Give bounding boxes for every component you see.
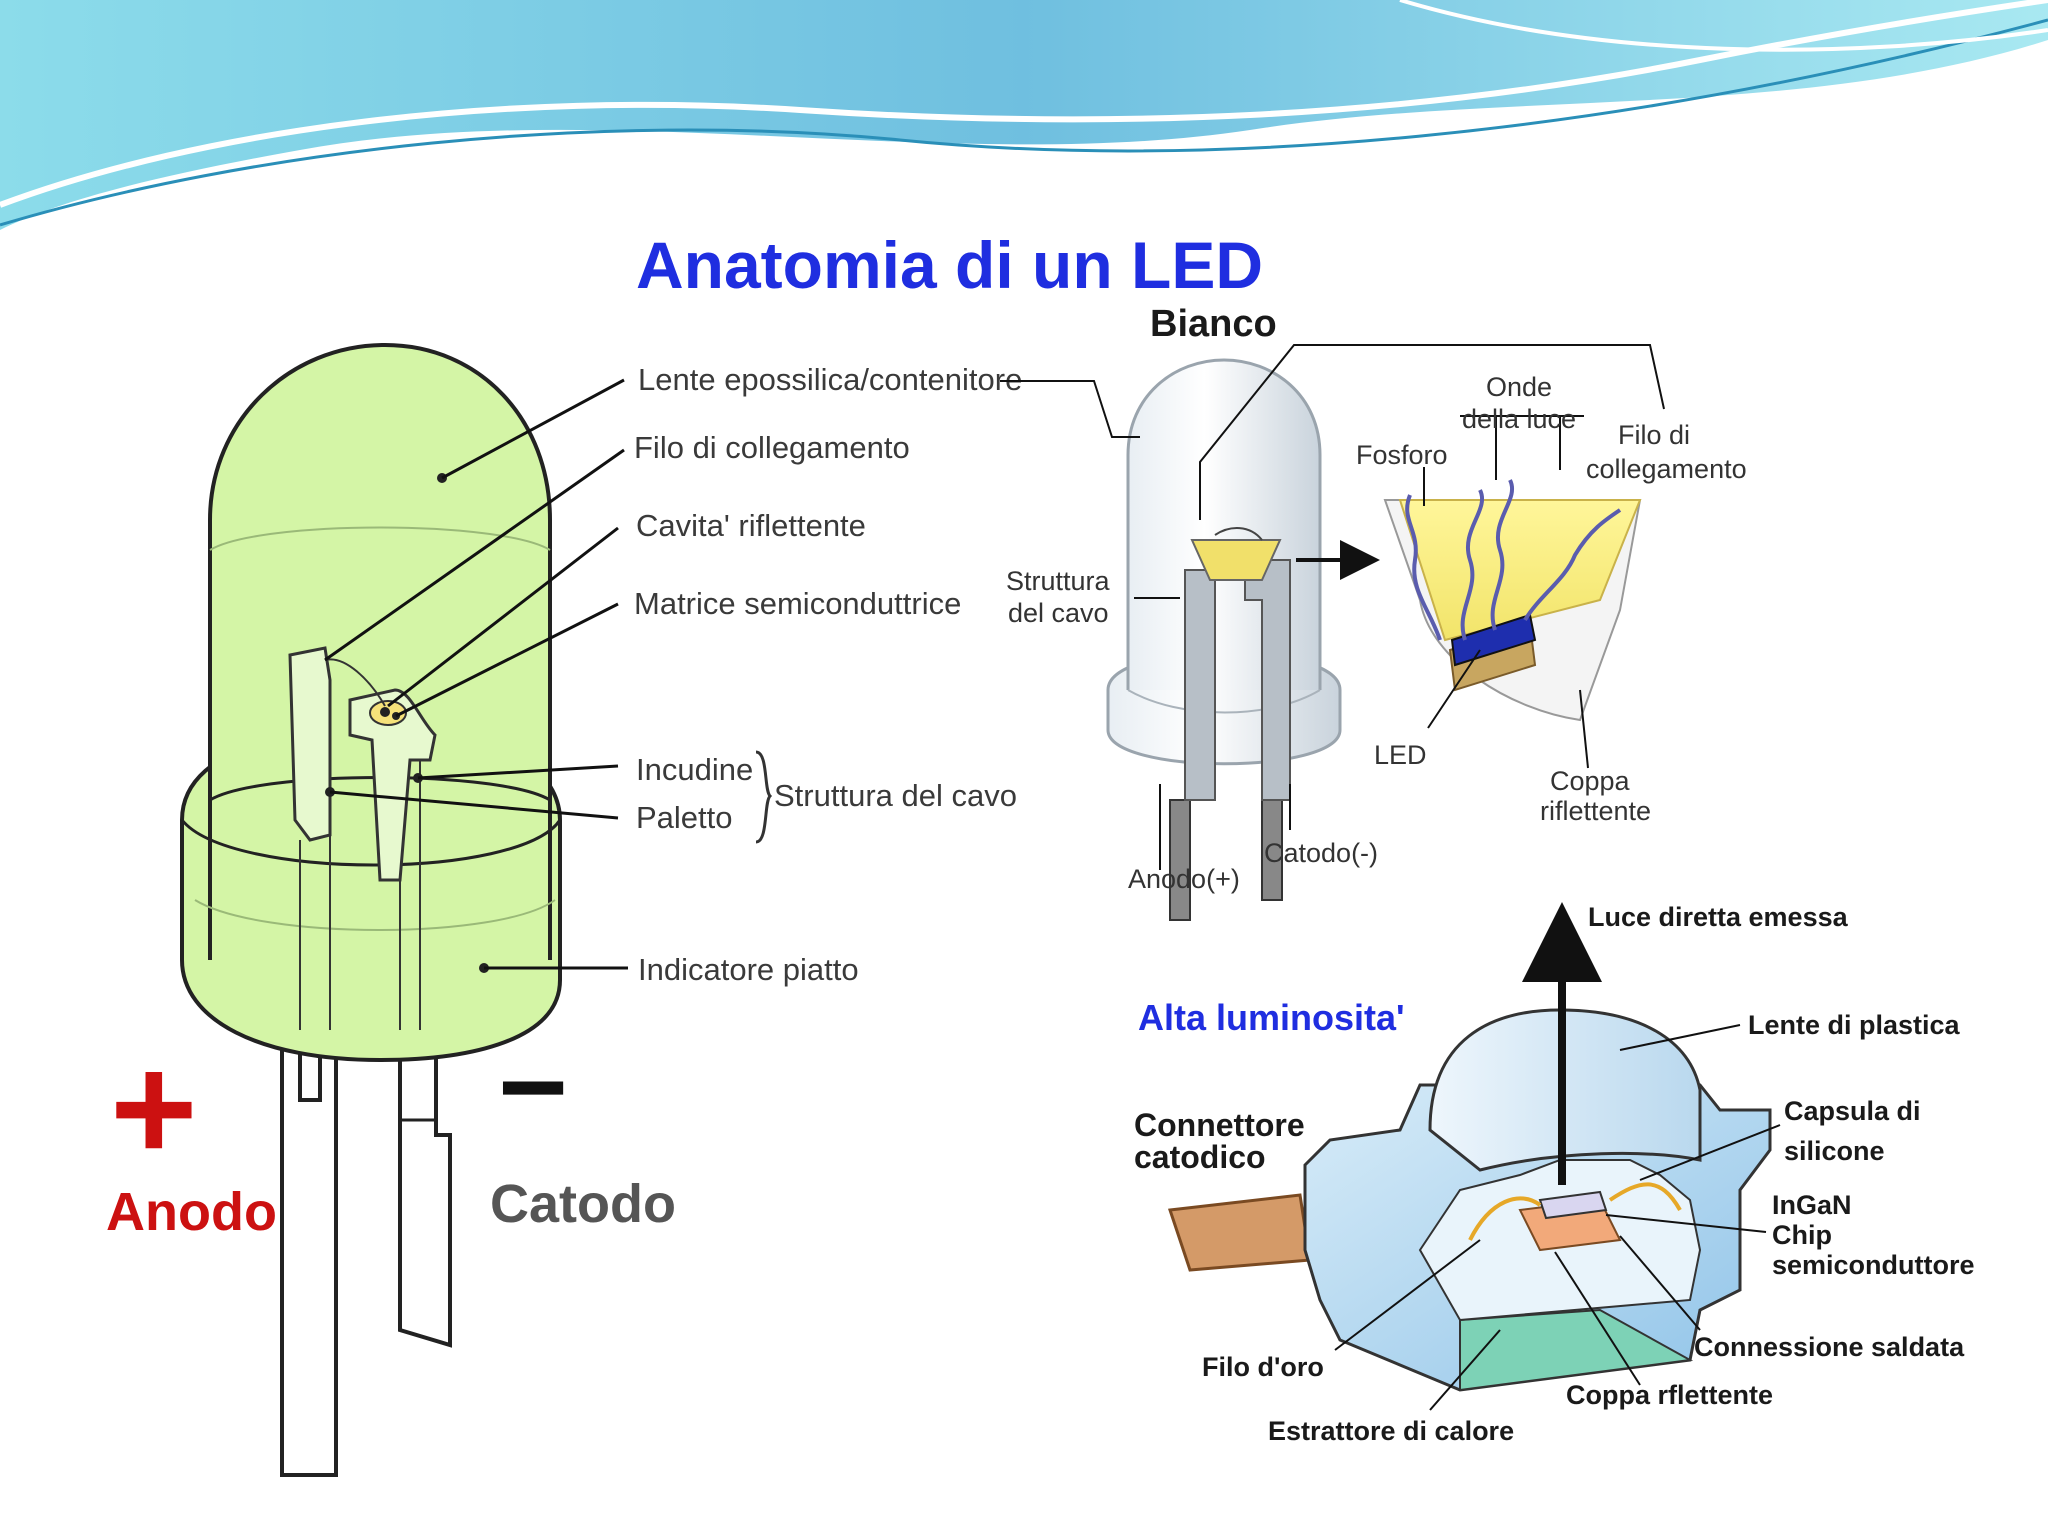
high-brightness-package bbox=[1167, 902, 1772, 1392]
brace-icon bbox=[755, 750, 773, 844]
cathode-lead bbox=[398, 1028, 452, 1348]
label-gold-wire: Filo d'oro bbox=[1202, 1352, 1324, 1382]
label-anode: Anodo bbox=[106, 1182, 277, 1242]
white-led-illustration bbox=[1106, 358, 1342, 921]
post bbox=[288, 646, 332, 842]
label-cathode-connector-1: Connettore bbox=[1134, 1107, 1305, 1143]
left-leader-lines bbox=[324, 378, 628, 970]
label-chip-1: InGaN bbox=[1772, 1190, 1852, 1220]
led-5mm-illustration bbox=[180, 342, 562, 1477]
white-led-title: Bianco bbox=[1150, 303, 1277, 345]
header-wave-decoration bbox=[0, 0, 2048, 230]
label-chip-3: semiconduttore bbox=[1772, 1250, 1975, 1280]
label-reflective-cup-1: Coppa bbox=[1550, 766, 1631, 796]
label-semiconductor-die: Matrice semiconduttrice bbox=[634, 586, 961, 621]
label-lead-frame: Struttura del cavo bbox=[774, 778, 1017, 813]
high-brightness-leader-lines bbox=[1334, 1024, 1781, 1411]
label-anode-plus: Anodo(+) bbox=[1128, 864, 1240, 894]
label-light-waves-2: della luce bbox=[1462, 404, 1576, 434]
bond-wire bbox=[324, 658, 386, 707]
label-cathode-minus: Catodo(-) bbox=[1264, 838, 1378, 868]
cathode-minus-icon: − bbox=[498, 1020, 568, 1154]
label-reflective-cup-bottom: Coppa rflettente bbox=[1566, 1380, 1773, 1410]
label-lead-frame-right-2: del cavo bbox=[1008, 598, 1109, 628]
label-plastic-lens: Lente di plastica bbox=[1748, 1010, 1961, 1040]
label-anvil: Incudine bbox=[636, 752, 753, 787]
reflective-cup-zoom bbox=[1383, 479, 1642, 722]
label-silicone-capsule-2: silicone bbox=[1784, 1136, 1885, 1166]
anvil bbox=[348, 688, 437, 882]
label-bond-wire-right-2: collegamento bbox=[1586, 454, 1747, 484]
label-phosphor: Fosforo bbox=[1356, 440, 1448, 470]
label-chip-2: Chip bbox=[1772, 1220, 1832, 1250]
label-flat-indicator: Indicatore piatto bbox=[638, 952, 859, 987]
high-brightness-title: Alta luminosita' bbox=[1138, 997, 1405, 1038]
label-bond-wire-right-1: Filo di bbox=[1618, 420, 1690, 450]
label-led: LED bbox=[1374, 740, 1427, 770]
label-reflective-cavity: Cavita' riflettente bbox=[636, 508, 866, 543]
label-cathode-connector-2: catodico bbox=[1134, 1139, 1266, 1175]
label-emitted-light: Luce diretta emessa bbox=[1588, 902, 1849, 932]
white-led-leader-lines bbox=[1000, 344, 1665, 870]
anode-lead bbox=[280, 1028, 338, 1477]
label-solder-connection: Connessione saldata bbox=[1694, 1332, 1965, 1362]
page-title: Anatomia di un LED bbox=[636, 228, 1263, 302]
anode-plus-icon: + bbox=[110, 1024, 198, 1192]
label-epoxy-lens: Lente epossilica/contenitore bbox=[638, 362, 1022, 397]
label-heat-extractor: Estrattore di calore bbox=[1268, 1416, 1514, 1446]
label-reflective-cup-2: riflettente bbox=[1540, 796, 1651, 826]
label-silicone-capsule-1: Capsula di bbox=[1784, 1096, 1921, 1126]
label-light-waves-1: Onde bbox=[1486, 372, 1552, 402]
label-cathode: Catodo bbox=[490, 1174, 676, 1234]
label-lead-frame-right-1: Struttura bbox=[1006, 566, 1111, 596]
label-post: Paletto bbox=[636, 800, 733, 835]
label-bond-wire: Filo di collegamento bbox=[634, 430, 910, 465]
